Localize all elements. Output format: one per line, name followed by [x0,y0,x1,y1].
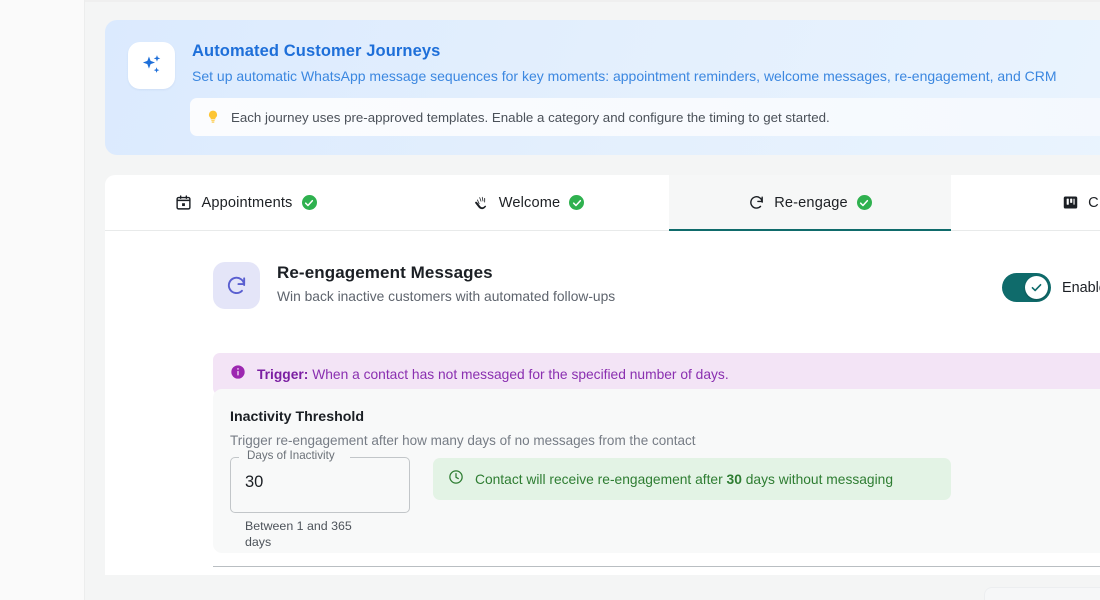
tab-appointments-label: Appointments [201,194,293,211]
note-value: 30 [726,471,742,487]
days-of-inactivity-input[interactable] [245,473,385,492]
clock-icon [448,469,464,490]
tab-re-engage[interactable]: Re-engage [669,175,951,231]
top-rule [85,0,1100,2]
waving-hand-icon [472,194,490,212]
lightbulb-icon [206,109,220,126]
summary-note-text: Contact will receive re-engagement after… [475,472,893,487]
refresh-icon [213,262,260,309]
banner-hint-text: Each journey uses pre-approved templates… [231,109,830,125]
refresh-icon [748,194,765,211]
threshold-title: Inactivity Threshold [230,409,365,425]
calendar-icon [175,194,192,211]
trigger-banner: Trigger: When a contact has not messaged… [213,353,1100,395]
tab-strip: Appointments [105,175,1100,231]
banner-hint: Each journey uses pre-approved templates… [190,98,1100,136]
banner-title: Automated Customer Journeys [192,42,441,60]
tab-welcome-label: Welcome [498,194,561,211]
check-circle-icon [569,195,585,210]
inactivity-threshold-card: Inactivity Threshold Trigger re-engageme… [213,389,1100,553]
note-prefix: Contact will receive re-engagement after [475,471,723,487]
days-of-inactivity-helper: Between 1 and 365 days [245,519,352,549]
tab-re-engage-label: Re-engage [774,194,848,211]
note-suffix: days without messaging [745,471,893,487]
enable-toggle-group[interactable]: Enabled [1002,273,1100,302]
tab-welcome[interactable]: Welcome [387,175,669,230]
left-gutter [0,0,85,600]
trigger-label: Trigger: [257,366,309,382]
toggle-knob [1025,276,1048,299]
check-circle-icon [856,195,872,210]
journeys-tab-card: Appointments [105,175,1100,575]
trigger-description: When a contact has not messaged for the … [312,366,729,382]
page-subtitle: Win back inactive customers with automat… [277,289,616,304]
days-of-inactivity-label: Days of Inactivity [247,449,335,462]
tab-crm-label: CRM [1088,194,1100,211]
check-circle-icon [301,195,317,210]
info-icon [230,364,246,385]
re-engagement-summary-note: Contact will receive re-engagement after… [433,458,951,500]
tab-appointments[interactable]: Appointments [105,175,387,230]
field-notch-gap [239,456,350,458]
tab-crm[interactable]: CRM [951,175,1100,230]
automated-journeys-banner: Automated Customer Journeys Set up autom… [105,20,1100,155]
threshold-description: Trigger re-engagement after how many day… [230,433,696,448]
app-shell: Automated Customer Journeys Set up autom… [85,0,1100,600]
kanban-board-icon [1062,194,1079,211]
section-divider [213,566,1100,567]
enable-toggle[interactable] [1002,273,1051,302]
sparkles-icon [128,42,175,89]
trigger-text: Trigger: When a contact has not messaged… [257,367,729,382]
toggle-label: Enabled [1062,279,1100,296]
days-of-inactivity-field[interactable]: Days of Inactivity [230,449,410,513]
page-title: Re-engagement Messages [277,263,493,282]
section-header: Re-engagement Messages Win back inactive… [105,231,1100,309]
banner-subtitle: Set up automatic WhatsApp message sequen… [192,68,1057,84]
footer-action-button[interactable] [984,587,1100,600]
